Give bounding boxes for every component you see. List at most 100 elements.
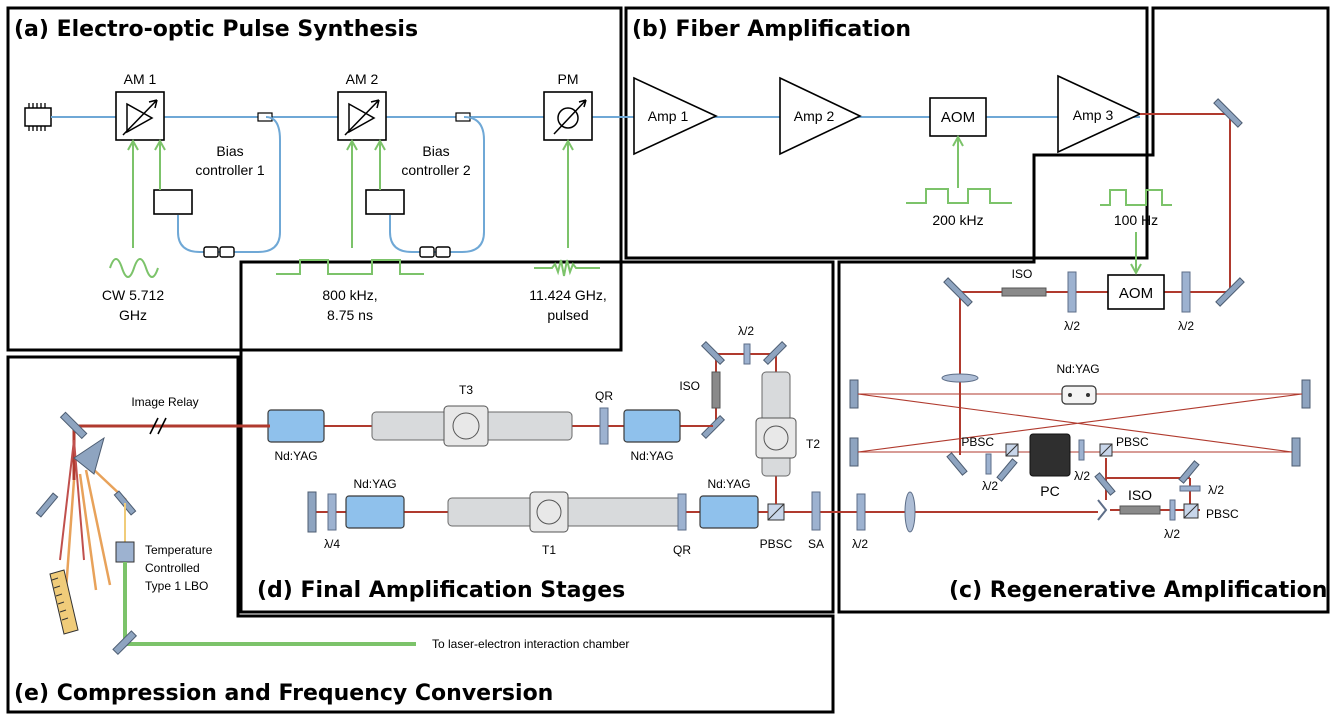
- quarter-waveplate-label: λ/4: [324, 537, 340, 551]
- t1-label: T1: [542, 543, 556, 557]
- waveplate-c4-label: λ/2: [1074, 469, 1090, 483]
- cavity-mirror-tr: [1301, 379, 1311, 409]
- ndyag-d1-label: Nd:YAG: [353, 477, 396, 491]
- iso-c-element: [1001, 287, 1047, 297]
- panel-a-title: (a) Electro-optic Pulse Synthesis: [14, 17, 418, 42]
- cw-label-l2: GHz: [119, 307, 147, 323]
- pm-label: PM: [558, 71, 579, 87]
- panel-b-frame: [624, 6, 1149, 260]
- mirror-c6: [1094, 472, 1116, 496]
- aom-c-label: AOM: [1119, 285, 1153, 302]
- image-relay-label: Image Relay: [131, 395, 198, 409]
- to-chamber-label: To laser-electron interaction chamber: [432, 637, 629, 651]
- telescope-t2-mount: [755, 417, 797, 459]
- panel-c-title: (c) Regenerative Amplification: [949, 578, 1327, 603]
- lbo-crystal: [115, 541, 135, 563]
- cw-sine-wave: [109, 258, 159, 278]
- amp1-triangle: [633, 76, 718, 156]
- panel-b-content: Amp 1 Amp 2 AOM Amp 3 200 kHz: [630, 74, 1142, 228]
- iso-d-label: ISO: [679, 379, 700, 393]
- mirror-c3: [943, 277, 973, 307]
- bias2-label-l1: Bias: [422, 143, 449, 159]
- quarter-waveplate-d: [327, 493, 337, 531]
- waveplate-c4: [1078, 439, 1085, 461]
- t3-label: T3: [459, 383, 473, 397]
- rf-arrow-bias1: [154, 138, 166, 190]
- temp-label-l2: Controlled: [145, 561, 200, 575]
- compressor-beams-red: [59, 439, 85, 561]
- rf-arrow-cw: [127, 138, 139, 248]
- pbsc-c1-label: PBSC: [961, 435, 994, 449]
- cavity-mirror-br: [1291, 437, 1301, 467]
- ndyag-d3-label: Nd:YAG: [630, 449, 673, 463]
- iso-c2-label: ISO: [1128, 487, 1152, 503]
- ndyag-head-d4: [267, 409, 325, 443]
- bias1-label-l1: Bias: [216, 143, 243, 159]
- waveplate-c5: [1179, 485, 1201, 492]
- ndyag-regen-head: [1061, 385, 1097, 405]
- telescope-t1-mount: [529, 491, 569, 533]
- waveplate-c3-label: λ/2: [982, 479, 998, 493]
- panel-c-content: ISO λ/2 AOM λ/2 100 Hz Nd:YAG PC PBSC: [849, 98, 1311, 541]
- mirror-c4: [946, 452, 968, 476]
- aom-c-box: [1107, 274, 1165, 310]
- pulse-train-200khz: [906, 188, 1012, 204]
- compressor-beams: [64, 467, 127, 591]
- bias1-label-l2: controller 1: [195, 162, 264, 178]
- waveplate-d-half-out-label: λ/2: [852, 537, 868, 551]
- prism-icon: [73, 436, 105, 475]
- ndyag-c-label: Nd:YAG: [1056, 362, 1099, 376]
- mirror-c7: [1178, 460, 1200, 484]
- am1-modulator: [115, 91, 165, 141]
- amp2-label: Amp 2: [794, 108, 835, 124]
- end-mirror-d: [307, 491, 317, 533]
- waveplate-c1-label: λ/2: [1064, 319, 1080, 333]
- telescope-t3-mount: [443, 405, 489, 447]
- iso-c2-element: [1119, 505, 1161, 515]
- khz800-label-l2: 8.75 ns: [327, 307, 373, 323]
- ndyag-head-d1: [345, 495, 405, 529]
- am2-modulator: [337, 91, 387, 141]
- pockels-cell: [1029, 433, 1071, 477]
- amp2-triangle: [779, 76, 862, 156]
- pulse-train-800khz: [276, 259, 424, 275]
- waveplate-c2: [1181, 271, 1191, 313]
- temp-label-l3: Type 1 LBO: [145, 579, 208, 593]
- khz800-label-l1: 800 kHz,: [322, 287, 377, 303]
- fiber-connector-1: [203, 246, 235, 258]
- waveplate-c3: [985, 453, 992, 475]
- mirror-c1: [1213, 98, 1243, 128]
- panel-a-content: AM 1 AM 2 PM Bias controller 1: [24, 71, 630, 323]
- qr-lower-label: QR: [673, 543, 691, 557]
- fiber-connector-2: [419, 246, 451, 258]
- rf-arrow-aom-c: [1130, 232, 1142, 276]
- rf-arrow-aom-b: [952, 134, 964, 188]
- am2-label: AM 2: [346, 71, 379, 87]
- panel-e-title: (e) Compression and Frequency Conversion: [14, 681, 553, 706]
- mirror-e4: [112, 630, 138, 656]
- qr-upper: [599, 407, 609, 445]
- cw-label-l1: CW 5.712: [102, 287, 164, 303]
- fiber-tap-1: [257, 112, 273, 122]
- panel-d-frame: [239, 260, 835, 614]
- sa-element: [811, 491, 821, 531]
- ndyag-d4-label: Nd:YAG: [274, 449, 317, 463]
- pm-modulator: [543, 91, 593, 141]
- bias2-label-l2: controller 2: [401, 162, 470, 178]
- mirror-e1: [59, 411, 88, 440]
- waveplate-d-top-label: λ/2: [738, 324, 754, 338]
- cavity-mirror-bl: [849, 437, 859, 467]
- hz100-label: 100 Hz: [1114, 212, 1158, 228]
- ghz11-label-l2: pulsed: [547, 307, 588, 323]
- pbsc-d-label: PBSC: [760, 537, 793, 551]
- waveplate-c1: [1067, 271, 1077, 313]
- rf-arrow-pm: [562, 138, 574, 248]
- panel-b-title: (b) Fiber Amplification: [632, 17, 911, 42]
- waveplate-c2-label: λ/2: [1178, 319, 1194, 333]
- mirror-d1: [762, 340, 788, 366]
- lens-c2: [1097, 499, 1108, 521]
- rf-arrow-bias2: [374, 138, 386, 190]
- iso-d-element: [711, 371, 721, 409]
- qr-lower: [677, 493, 687, 531]
